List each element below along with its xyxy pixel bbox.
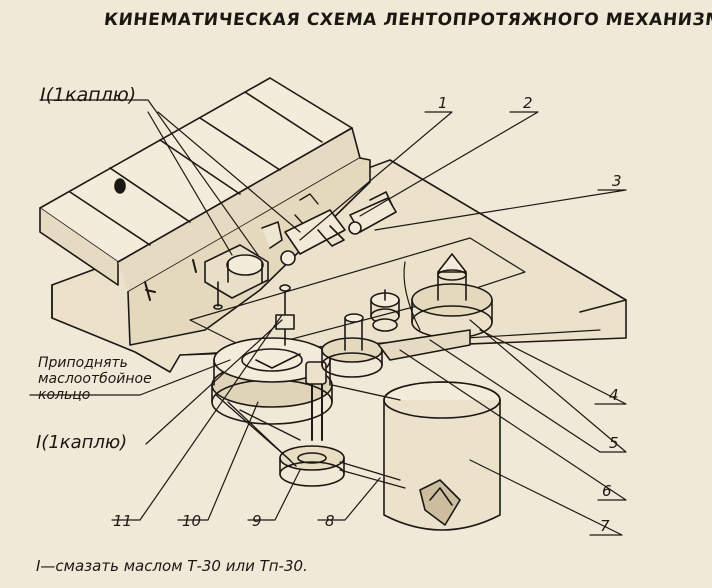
oil-ring-instruction: Приподнять маслоотбойное кольцо [38, 355, 152, 403]
drive-belts [215, 384, 406, 489]
instruction-line: кольцо [38, 387, 91, 403]
leader-lines [29, 99, 627, 536]
lubrication-label-top: I(1каплю) [40, 84, 137, 106]
head-block [39, 77, 371, 346]
diagram-title: КИНЕМАТИЧЕСКАЯ СХЕМА ЛЕНТОПРОТЯЖНОГО МЕХ… [102, 10, 712, 30]
takeup-reel [403, 253, 493, 339]
motor [383, 381, 501, 531]
callout-5: 5 [609, 434, 619, 452]
lubrication-label-bottom: I(1каплю) [36, 432, 128, 453]
callout-4: 4 [609, 386, 619, 404]
instruction-line: маслоотбойное [38, 371, 152, 387]
callout-1: 1 [438, 94, 448, 112]
callout-8: 8 [325, 512, 335, 530]
ledge-plate [377, 329, 471, 361]
callout-3: 3 [612, 172, 622, 190]
callout-9: 9 [252, 512, 262, 530]
callout-2: 2 [523, 94, 533, 112]
intermediate-pulley [279, 361, 345, 487]
callout-11: 11 [113, 512, 133, 530]
callout-6: 6 [602, 482, 612, 500]
spindle-group [321, 289, 400, 378]
pinch-roller-assembly [204, 191, 397, 310]
callout-10: 10 [182, 512, 202, 530]
instruction-line: Приподнять [38, 355, 128, 371]
lubrication-footnote: I—смазать маслом Т-30 или Тп-30. [36, 557, 308, 575]
callout-7: 7 [600, 517, 610, 535]
